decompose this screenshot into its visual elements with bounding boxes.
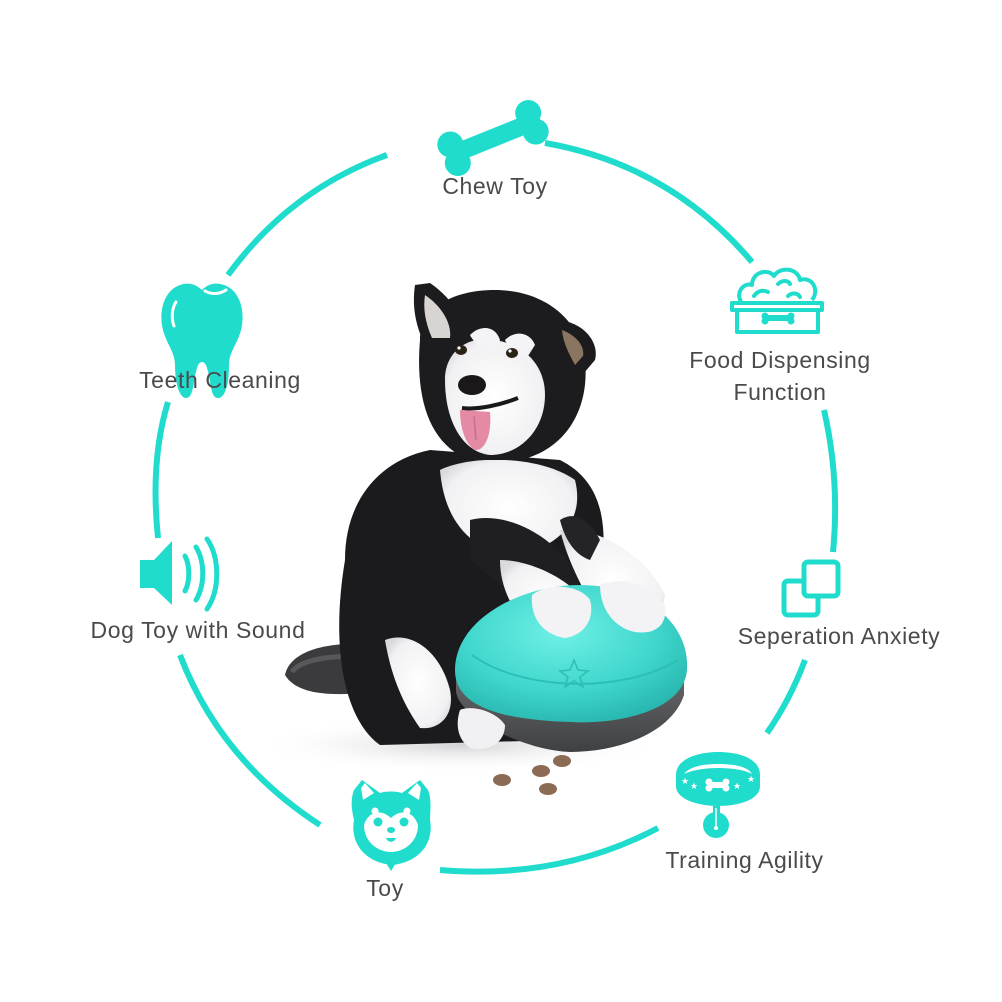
svg-text:★: ★ [681, 777, 689, 787]
kibble-pieces [493, 755, 571, 795]
arc-seperation-to-training [764, 658, 808, 735]
arc-food-to-seperation [821, 409, 839, 553]
puppy-photo [250, 283, 688, 795]
tooth-icon [161, 283, 243, 398]
svg-text:★: ★ [747, 775, 755, 785]
overlapping-squares-icon [781, 559, 841, 618]
food-bowl-icon [730, 267, 824, 334]
arc-sound-to-teeth [152, 401, 171, 539]
ring-arcs [152, 140, 839, 875]
feature-label: Toy [366, 875, 404, 901]
arc-teeth-to-chewtoy [225, 152, 389, 277]
feature-label: Seperation Anxiety [737, 623, 941, 649]
feature-label-line2: Function [733, 379, 827, 405]
arc-chewtoy-to-food [544, 140, 755, 264]
feature-label: Dog Toy with Sound [90, 617, 306, 643]
svg-text:★: ★ [733, 782, 741, 792]
feature-label: Teeth Cleaning [139, 367, 301, 393]
feature-label: Chew Toy [442, 173, 548, 199]
shiba-dog-face-icon [351, 780, 431, 871]
treat-dispensing-toy [455, 581, 688, 752]
feature-label-line1: Food Dispensing [689, 347, 871, 373]
feature-label: Training Agility [665, 847, 824, 873]
speaker-sound-icon [140, 536, 220, 612]
arc-toy-to-sound [177, 653, 322, 828]
dog-collar-icon: ★★ ★★ [676, 752, 760, 838]
arc-training-to-toy [439, 825, 660, 875]
bone-icon [437, 99, 549, 177]
svg-text:★: ★ [690, 782, 698, 792]
